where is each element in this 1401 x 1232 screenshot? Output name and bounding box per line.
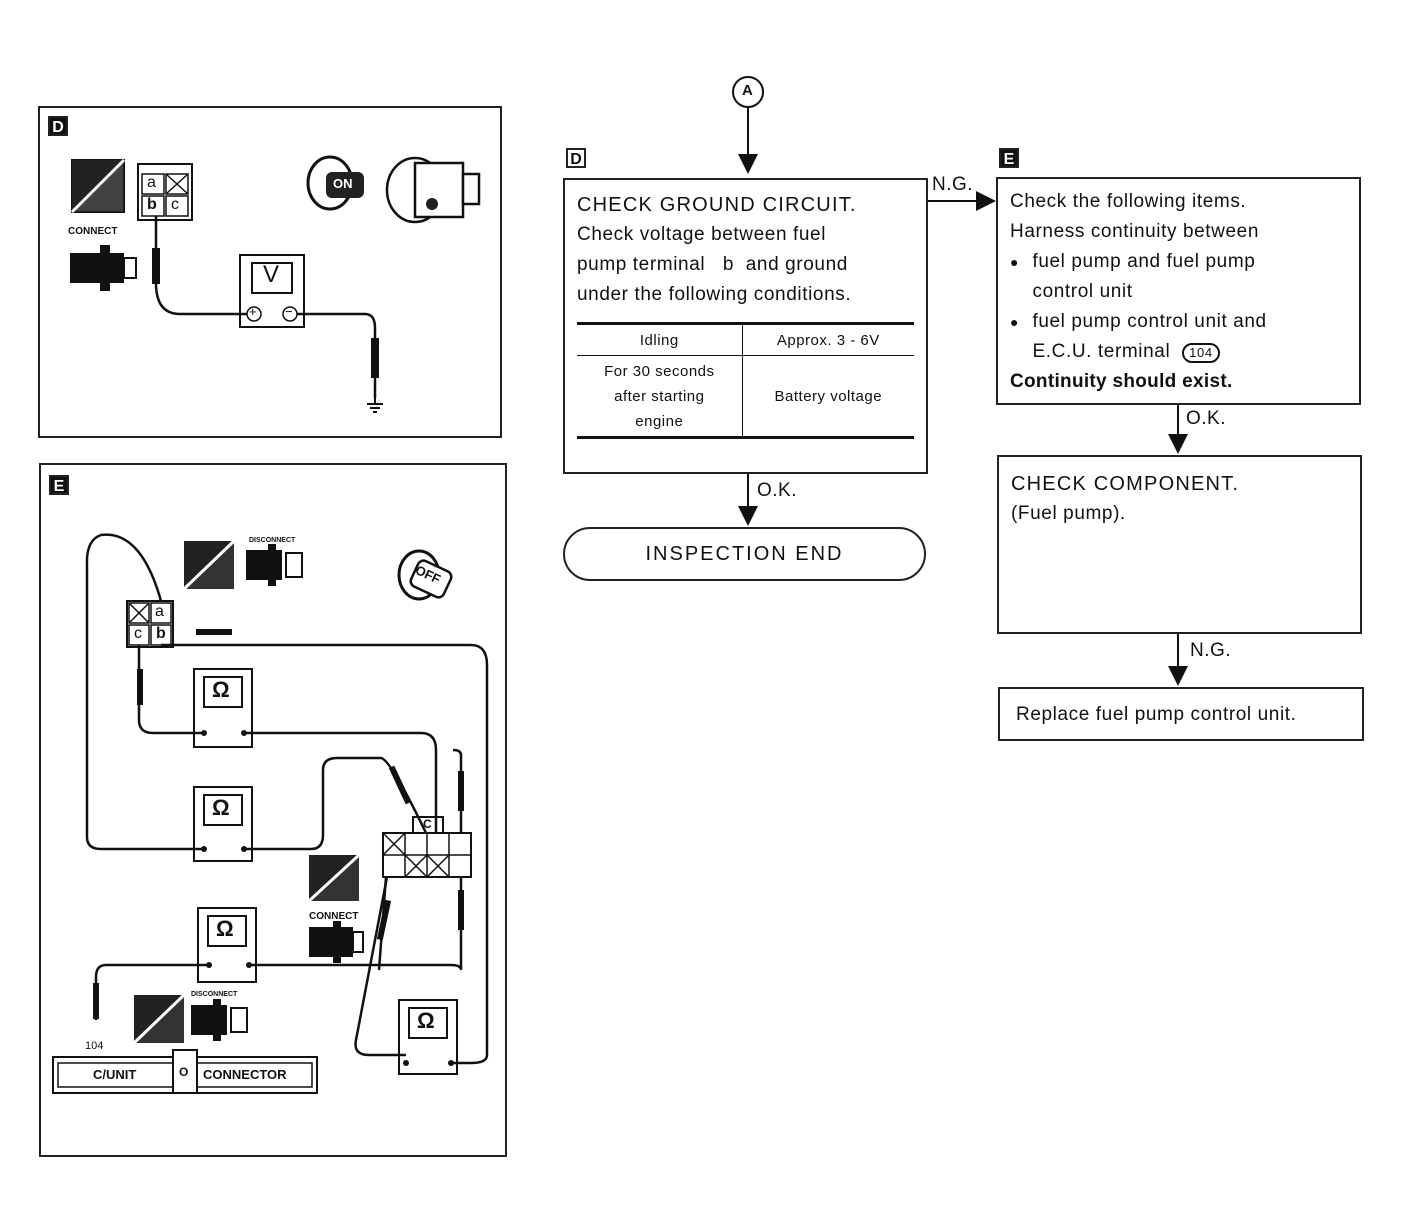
meter-terminals <box>201 730 454 1066</box>
bullet2-line-a: fuel pump control unit and <box>1032 311 1267 332</box>
panel-d-letter: D <box>48 116 68 136</box>
ohmmeter-symbol: Ω <box>212 677 230 702</box>
check-ground-line1: Check voltage between fuel <box>577 224 827 245</box>
panel-e-diagram: E <box>39 463 507 1157</box>
inspection-end-text: INSPECTION END <box>645 543 844 565</box>
line2-part-b: and ground <box>745 254 848 275</box>
check-ground-title: CHECK GROUND CIRCUIT. <box>577 194 857 216</box>
connector-terminal-b: b <box>147 196 157 213</box>
ok-label: O.K. <box>1186 408 1227 429</box>
voltmeter-minus: − <box>285 304 293 319</box>
negative-probe <box>371 338 379 378</box>
ecu-terminal-text: E.C.U. terminal <box>1032 341 1171 362</box>
ok-label: O.K. <box>757 480 798 501</box>
harness-line1: Check the following items. <box>1010 191 1247 212</box>
ng-label: N.G. <box>1190 640 1232 661</box>
bullet-item: ● fuel pump control unit and E.C.U. term… <box>1010 307 1347 367</box>
connector-terminal-b: b <box>156 625 166 642</box>
bullet1-line-b: control unit <box>1032 281 1133 302</box>
condition-cell: For 30 seconds after starting engine <box>577 355 743 438</box>
ignition-on-label: ON <box>333 176 353 191</box>
panel-d-diagram: D <box>38 106 502 438</box>
disconnect-label: DISCONNECT <box>249 537 296 544</box>
check-ground-line3: under the following conditions. <box>577 284 852 305</box>
check-component-subtitle: (Fuel pump). <box>1011 503 1126 524</box>
bullet1-line-a: fuel pump and fuel pump <box>1032 251 1256 272</box>
disconnect-plug-icon <box>246 544 303 586</box>
connect-plug-icon <box>309 921 364 963</box>
positive-probe <box>152 248 160 284</box>
harness-line2: Harness continuity between <box>1010 221 1260 242</box>
flow-d-letter: D <box>566 148 586 168</box>
cunit-connector-bar <box>52 1049 318 1094</box>
inspection-end-terminator: INSPECTION END <box>563 527 926 581</box>
bullet-item: ● fuel pump and fuel pump control unit <box>1010 247 1347 307</box>
probe-tips <box>93 629 464 1019</box>
panel-d-wiring-svg <box>70 155 481 413</box>
connector-terminal-a: a <box>147 174 156 191</box>
panel-e-letter: E <box>49 475 69 495</box>
check-ground-line2: pump terminal b and ground <box>577 250 914 280</box>
ohmmeter-symbol: Ω <box>417 1008 435 1033</box>
engine-stop-icon <box>307 853 361 903</box>
flow-e-letter: E <box>999 148 1019 168</box>
disconnect-label: DISCONNECT <box>191 991 238 998</box>
condition-cell: Idling <box>577 323 743 356</box>
voltmeter <box>239 254 305 328</box>
continuity-conclusion: Continuity should exist. <box>1010 371 1233 392</box>
terminal-104-badge: 104 <box>1182 343 1220 363</box>
positive-probe-wire <box>154 216 247 316</box>
ground-symbol-icon <box>367 398 383 413</box>
ng-label: N.G. <box>932 174 974 195</box>
ignition-key-off-icon <box>397 549 453 601</box>
check-component-box: CHECK COMPONENT. (Fuel pump). <box>997 455 1362 634</box>
ohmmeter <box>197 907 257 983</box>
table-row: Idling Approx. 3 - 6V <box>577 323 914 356</box>
conditions-table: Idling Approx. 3 - 6V For 30 seconds aft… <box>577 322 914 439</box>
engine-stop-icon <box>132 993 186 1045</box>
bullet-dot-icon: ● <box>1010 254 1019 270</box>
panel-e-wiring-svg <box>52 533 489 1094</box>
connector-terminal-a: a <box>155 603 164 620</box>
test-lead-wires <box>85 533 489 1065</box>
table-row: For 30 seconds after starting engine Bat… <box>577 355 914 438</box>
engine-stop-icon <box>70 158 126 214</box>
harness-check-box: Check the following items. Harness conti… <box>996 177 1361 405</box>
connector-terminal-c: c <box>171 196 179 213</box>
connector-a-label: A <box>742 82 753 99</box>
fuel-pump-connector <box>137 163 193 221</box>
connect-plug-icon <box>70 245 137 291</box>
check-component-title: CHECK COMPONENT. <box>1011 473 1240 495</box>
line2-part-a: pump terminal <box>577 254 706 275</box>
connect-label: CONNECT <box>68 226 118 237</box>
value-cell: Approx. 3 - 6V <box>776 331 880 349</box>
voltmeter-symbol: V <box>263 261 280 288</box>
check-ground-circuit-box: CHECK GROUND CIRCUIT. Check voltage betw… <box>563 178 928 474</box>
replace-control-unit-box: Replace fuel pump control unit. <box>998 687 1364 741</box>
cunit-mid-label: O <box>179 1065 189 1079</box>
bullet-dot-icon: ● <box>1010 314 1019 330</box>
cunit-label: C/UNIT <box>93 1067 137 1082</box>
disconnect-plug-icon <box>191 999 248 1041</box>
bullet2-line-b: E.C.U. terminal 104 <box>1032 337 1266 367</box>
fuel-pump-icon <box>385 156 481 224</box>
value-cell: Battery voltage <box>774 387 883 405</box>
replace-text: Replace fuel pump control unit. <box>1016 704 1297 725</box>
terminal-104-label: 104 <box>85 1040 104 1052</box>
terminal-b-label: b <box>722 254 734 275</box>
voltmeter-plus: + <box>249 304 257 319</box>
connect-label: CONNECT <box>309 911 359 922</box>
ignition-key-on-icon <box>306 155 364 211</box>
connector-label: CONNECTOR <box>203 1067 287 1082</box>
relay-label: C <box>423 817 432 831</box>
connector-terminal-c: c <box>134 625 142 642</box>
fuel-pump-connector <box>126 600 174 648</box>
ohmmeter-symbol: Ω <box>212 795 230 820</box>
engine-stop-icon <box>182 539 236 591</box>
ohmmeter-symbol: Ω <box>216 916 234 941</box>
negative-probe-wire <box>297 312 377 398</box>
